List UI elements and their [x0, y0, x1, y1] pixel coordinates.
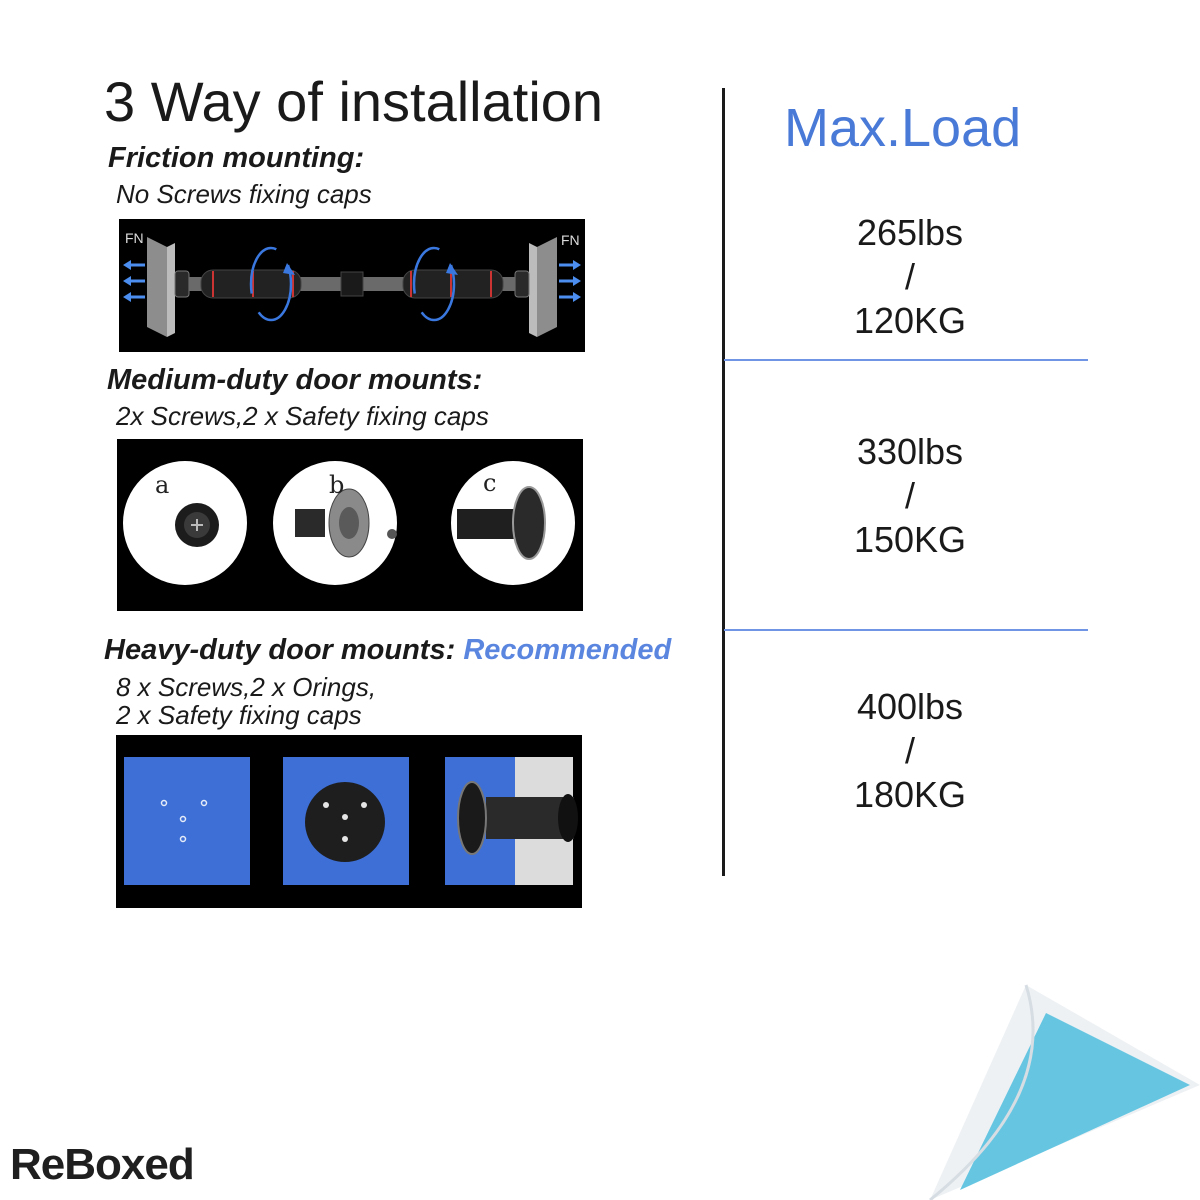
brand-logo: ReBoxed — [10, 1140, 195, 1189]
recommended-badge: Recommended — [463, 634, 672, 666]
row-divider-1 — [724, 359, 1088, 361]
page-title: 3 Way of installation — [104, 70, 604, 133]
load-heavy-lbs: 400lbs — [856, 686, 964, 727]
medium-mount-image: a b c — [117, 439, 583, 611]
step-c-label: c — [483, 469, 496, 497]
step-a-label: a — [155, 471, 169, 499]
section-friction-detail: No Screws fixing caps — [116, 179, 372, 209]
load-friction: 265lbs / 120KG — [800, 211, 1020, 343]
load-friction-lbs: 265lbs — [856, 212, 964, 253]
page-curl-decoration — [920, 975, 1200, 1200]
section-medium-heading: Medium-duty door mounts: — [107, 364, 483, 396]
section-heavy-detail-1: 8 x Screws,2 x Orings, — [116, 672, 377, 702]
load-heavy-sep: / — [904, 730, 915, 771]
load-friction-sep: / — [904, 256, 915, 297]
load-medium-lbs: 330lbs — [856, 431, 964, 472]
load-medium-sep: / — [904, 475, 915, 516]
row-divider-2 — [724, 629, 1088, 631]
section-medium-detail: 2x Screws,2 x Safety fixing caps — [116, 401, 489, 431]
load-friction-kg: 120KG — [853, 300, 967, 341]
vertical-divider — [722, 88, 725, 876]
heavy-mount-image — [116, 735, 582, 908]
section-heavy-heading-row: Heavy-duty door mounts: Recommended — [104, 634, 671, 667]
force-label-right: FN — [561, 232, 580, 248]
load-heavy: 400lbs / 180KG — [800, 685, 1020, 817]
friction-mount-image: FN FN — [119, 219, 585, 352]
force-label-left: FN — [125, 230, 144, 246]
section-friction-heading: Friction mounting: — [108, 142, 365, 174]
step-b-label: b — [329, 471, 344, 499]
load-medium: 330lbs / 150KG — [800, 430, 1020, 562]
section-heavy-heading: Heavy-duty door mounts: — [104, 634, 456, 666]
load-heavy-kg: 180KG — [853, 774, 967, 815]
load-medium-kg: 150KG — [853, 519, 967, 560]
max-load-header: Max.Load — [784, 98, 1022, 158]
section-heavy-detail-2: 2 x Safety fixing caps — [116, 700, 362, 730]
